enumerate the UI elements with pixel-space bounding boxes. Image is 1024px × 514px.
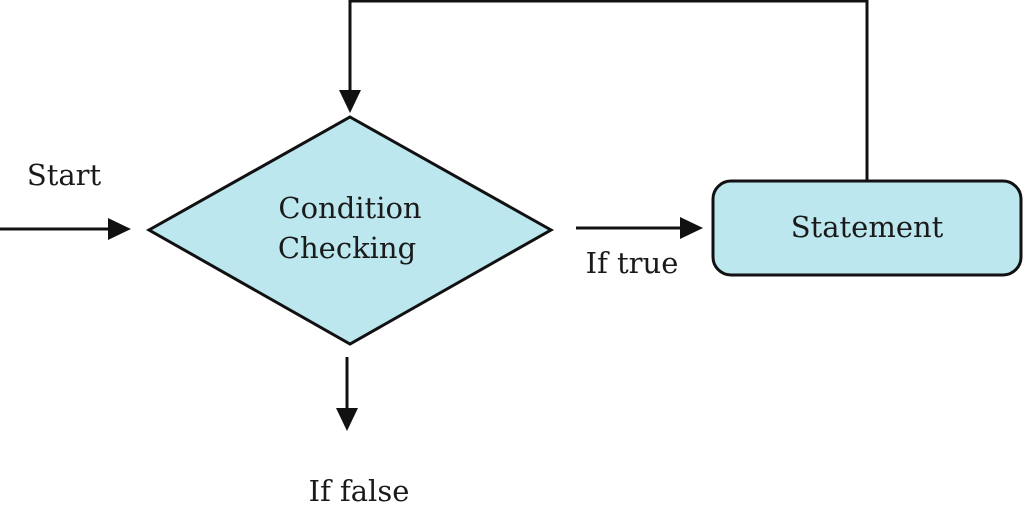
start-label: Start: [27, 158, 102, 192]
condition-label-line2: Checking: [278, 231, 416, 265]
condition-node: Condition Checking: [145, 115, 555, 346]
condition-label-line1: Condition: [278, 191, 421, 225]
statement-node: Statement: [711, 179, 1023, 277]
start-arrow: [0, 218, 131, 240]
if-false-label: If false: [309, 474, 410, 508]
if-true-arrow: [576, 217, 703, 239]
if-true-label: If true: [586, 246, 679, 280]
if-false-arrow: [336, 357, 358, 431]
loop-back-arrow: [339, 0, 869, 181]
condition-diamond: [145, 115, 555, 346]
statement-label: Statement: [791, 210, 944, 244]
